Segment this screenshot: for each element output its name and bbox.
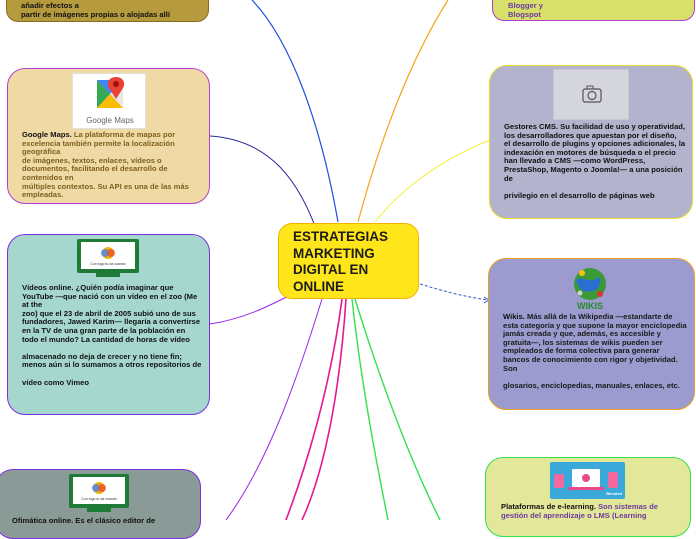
central-topic[interactable]: ESTRATEGIAS MARKETING DIGITAL EN ONLINE — [278, 223, 419, 299]
google-maps-image-label: Google Maps — [86, 116, 134, 125]
node-cms-body: Su facilidad de uso y operatividad, los … — [504, 122, 686, 200]
link-ofimatica — [225, 298, 323, 520]
connection-lines — [209, 0, 491, 520]
ofimatica-image: Con tugo tu da cuando — [68, 473, 130, 515]
link-blogger — [357, 0, 449, 223]
node-google-maps-body: La plataforma de mapas por excelencia ta… — [22, 130, 189, 200]
google-maps-icon — [97, 77, 125, 108]
cms-image-placeholder — [553, 69, 629, 120]
node-top-left-text: añadir efectos a partir de imágenes prop… — [21, 1, 170, 19]
google-maps-image: Google Maps — [72, 73, 146, 129]
elearning-image: Blended — [550, 462, 625, 499]
central-topic-title: ESTRATEGIAS MARKETING DIGITAL EN ONLINE — [293, 229, 389, 294]
node-blogger[interactable]: Blogger y Blogspot — [492, 0, 695, 21]
node-ofimatica-body: Es el clásico editor de — [73, 516, 156, 525]
node-videos-head: Vídeos online. — [22, 283, 74, 292]
link-cms — [374, 139, 491, 223]
wikis-image: WIKIS — [569, 263, 611, 313]
monitor-icon — [77, 239, 139, 277]
link-bottom-magenta-2 — [301, 298, 347, 520]
wikis-image-label: WIKIS — [577, 301, 603, 311]
ofimatica-image-label: Con tugo tu da cuando — [81, 497, 117, 501]
node-videos-body: ¿Quién podía imaginar que YouTube —que n… — [22, 283, 202, 387]
laptop-icon — [554, 469, 618, 490]
videos-image-label: Con tugo tu da cuando — [90, 262, 126, 266]
videos-image: Con tugo tu da cuando — [76, 238, 140, 280]
link-bottom-green-1 — [351, 298, 389, 520]
node-elearning-head: Plataformas de e-learning. — [501, 502, 596, 511]
link-bottom-magenta-1 — [285, 298, 343, 520]
elearning-image-label: Blended — [606, 491, 622, 496]
globe-icon — [574, 268, 606, 300]
node-elearning-body: Son sistemas de gestión del aprendizaje … — [501, 502, 658, 520]
node-blogger-text: Blogger y Blogspot — [508, 1, 544, 19]
node-wikis-body: Más allá de la Wikipedia —estandarte de … — [503, 312, 687, 390]
link-elearning — [354, 298, 441, 520]
node-google-maps-head: Google Maps. — [22, 130, 72, 139]
camera-icon — [582, 85, 602, 103]
node-top-left[interactable]: añadir efectos a partir de imágenes prop… — [6, 0, 209, 22]
link-top-left — [251, 0, 339, 223]
node-ofimatica-head: Ofimática online. — [12, 516, 74, 525]
link-wikis — [419, 283, 489, 301]
link-google-maps — [209, 135, 321, 241]
node-cms-head: Gestores CMS. — [504, 122, 559, 131]
node-wikis-head: Wikis. — [503, 312, 525, 321]
monitor-icon — [69, 474, 129, 512]
